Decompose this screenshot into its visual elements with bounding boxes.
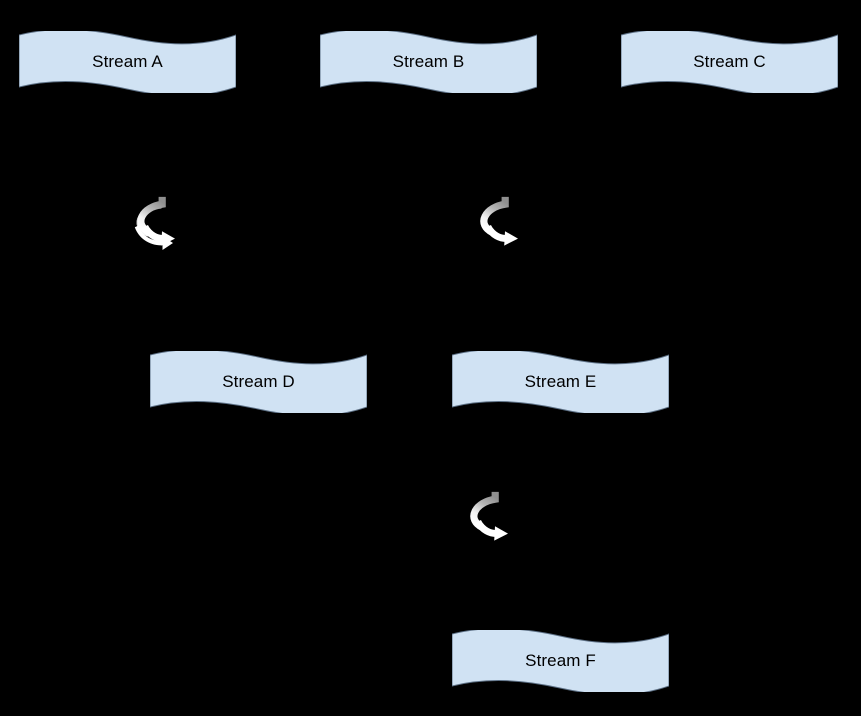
node-stream-a[interactable]: Stream A [19, 31, 236, 93]
wave-shape [452, 630, 669, 692]
wave-shape [19, 31, 236, 93]
rotate-clockwise-icon[interactable] [474, 193, 526, 253]
wave-shape [452, 351, 669, 413]
wave-shape [150, 351, 367, 413]
rotate-clockwise-glyph [480, 196, 518, 246]
node-stream-f[interactable]: Stream F [452, 630, 669, 692]
rotate-clockwise-glyph [470, 491, 508, 541]
node-stream-b[interactable]: Stream B [320, 31, 537, 93]
node-stream-c[interactable]: Stream C [621, 31, 838, 93]
node-stream-e[interactable]: Stream E [452, 351, 669, 413]
wave-shape [320, 31, 537, 93]
rotate-clockwise-icon[interactable] [131, 193, 183, 253]
node-stream-d[interactable]: Stream D [150, 351, 367, 413]
wave-shape [621, 31, 838, 93]
rotate-clockwise-glyph [134, 196, 175, 250]
rotate-clockwise-icon[interactable] [464, 488, 516, 548]
